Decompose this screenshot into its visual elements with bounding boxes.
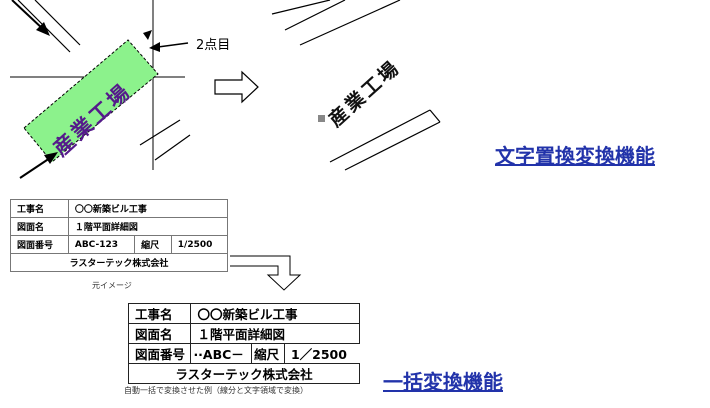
- table-row: 図面名 １階平面詳細図: [10, 217, 229, 236]
- drawing-line: [429, 109, 441, 123]
- drawing-line: [271, 0, 331, 15]
- drawing-name-value: １階平面詳細図: [67, 217, 229, 236]
- anchor-marker-icon: [318, 115, 325, 122]
- table-row: ラスターテック株式会社: [10, 253, 228, 272]
- drawing-number-label: 図面番号: [127, 343, 192, 364]
- drawing-line: [34, 0, 81, 46]
- table-row: 図面名 １階平面詳細図: [127, 323, 360, 344]
- scale-value: 1/2500: [170, 235, 229, 254]
- drawing-line: [344, 121, 441, 171]
- drawing-line: [154, 134, 191, 161]
- right-arrow-icon: [214, 70, 259, 104]
- arrow-head-icon: [149, 42, 160, 52]
- drawing-name-label: 図面名: [10, 217, 69, 236]
- text-region-highlight: [23, 39, 159, 163]
- scale-label: 縮尺: [251, 343, 285, 364]
- company-name: ラスターテック株式会社: [10, 253, 228, 272]
- table-row: 工事名 〇〇新築ビル工事: [10, 199, 229, 218]
- arrow-second-point-icon: [157, 42, 189, 48]
- arrow-first-point-icon: [11, 0, 45, 31]
- drawing-line: [284, 0, 346, 31]
- converted-caption: 自動一括で変換させた例（線分と文字領域で変換）: [124, 386, 308, 395]
- text-replace-link[interactable]: 文字置換変換機能: [495, 144, 655, 168]
- drawing-number-label: 図面番号: [10, 235, 69, 254]
- second-point-label: 2点目: [196, 38, 231, 53]
- table-row: 工事名 〇〇新築ビル工事: [127, 303, 360, 324]
- arrow-head-icon: [36, 22, 50, 36]
- drawing-line: [299, 0, 401, 46]
- table-row: ラスターテック株式会社: [128, 363, 360, 384]
- drawing-line: [139, 119, 181, 146]
- table-row: 図面番号 ABC-123 縮尺 1/2500: [10, 235, 229, 254]
- original-caption: 元イメージ: [92, 281, 132, 290]
- down-arrow-icon: [230, 255, 302, 291]
- bulk-convert-link[interactable]: 一括変換機能: [383, 370, 503, 394]
- converted-title-block-table: 工事名 〇〇新築ビル工事 図面名 １階平面詳細図 図面番号 ··ABC－ 縮尺 …: [127, 303, 360, 384]
- drawing-name-label: 図面名: [127, 323, 192, 344]
- drawing-number-value: ABC-123: [67, 235, 136, 254]
- project-value: 〇〇新築ビル工事: [190, 303, 360, 324]
- scale-label: 縮尺: [134, 235, 172, 254]
- project-value: 〇〇新築ビル工事: [67, 199, 229, 218]
- drawing-name-value: １階平面詳細図: [190, 323, 360, 344]
- company-name: ラスターテック株式会社: [128, 363, 360, 384]
- drawing-line: [329, 109, 431, 163]
- project-label: 工事名: [10, 199, 69, 218]
- arrow-bottom-icon: [19, 157, 51, 179]
- drawing-number-value: ··ABC－: [190, 343, 253, 364]
- original-title-block-table: 工事名 〇〇新築ビル工事 図面名 １階平面詳細図 図面番号 ABC-123 縮尺…: [10, 199, 229, 272]
- point-marker-icon: [143, 30, 152, 40]
- project-label: 工事名: [127, 303, 192, 324]
- table-row: 図面番号 ··ABC－ 縮尺 1／2500: [127, 343, 360, 364]
- scale-value: 1／2500: [283, 343, 360, 364]
- arrow-head-icon: [44, 152, 58, 164]
